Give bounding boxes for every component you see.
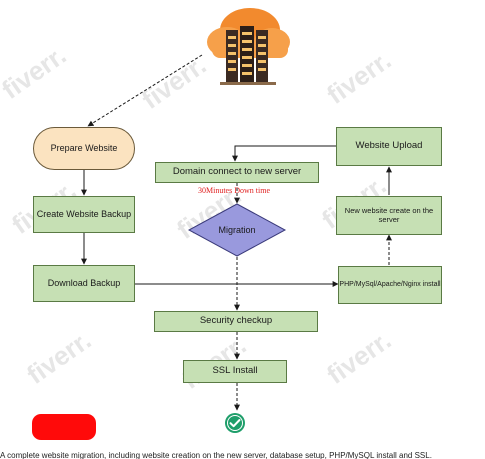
connector-cloud-prepare <box>87 54 203 127</box>
checkmark-icon <box>225 413 245 433</box>
watermark-text: fiverr. <box>321 45 396 110</box>
ssl-install-label: SSL Install <box>212 365 258 377</box>
watermark-text: fiverr. <box>321 325 396 390</box>
website-upload-node: Website Upload <box>336 127 442 166</box>
watermark-text: fiverr. <box>0 40 71 105</box>
prepare-website-label: Prepare Website <box>50 143 118 154</box>
connectors <box>81 54 392 411</box>
migration-label: Migration <box>218 225 255 235</box>
security-checkup-label: Security checkup <box>199 315 273 327</box>
watermark-text: fiverr. <box>21 325 96 390</box>
cloud-server-icon <box>207 8 290 85</box>
new-website-create-node: New website create on the server <box>336 196 442 235</box>
create-backup-node: Create Website Backup <box>33 196 135 233</box>
ssl-install-node: SSL Install <box>183 360 287 383</box>
footer-text: A complete website migration, including … <box>0 452 432 459</box>
php-mysql-install-label: PHP/MySql/Apache/Nginx install <box>339 280 441 288</box>
downtime-note: 30Minutes Down time <box>198 186 270 195</box>
security-checkup-node: Security checkup <box>154 311 318 332</box>
connector-upload-domain <box>232 145 336 162</box>
download-backup-node: Download Backup <box>33 265 135 302</box>
prepare-website-node: Prepare Website <box>33 127 135 170</box>
domain-connect-node: Domain connect to new server <box>155 162 319 183</box>
watermark-text: fiverr. <box>136 50 211 115</box>
php-mysql-install-node: PHP/MySql/Apache/Nginx install <box>338 266 442 304</box>
redaction-mark <box>32 414 96 440</box>
create-backup-label: Create Website Backup <box>36 209 132 220</box>
download-backup-label: Download Backup <box>47 278 121 289</box>
website-upload-label: Website Upload <box>355 140 423 152</box>
migration-decision <box>187 203 287 257</box>
new-website-create-label: New website create on the server <box>344 205 434 224</box>
domain-connect-label: Domain connect to new server <box>172 166 302 178</box>
